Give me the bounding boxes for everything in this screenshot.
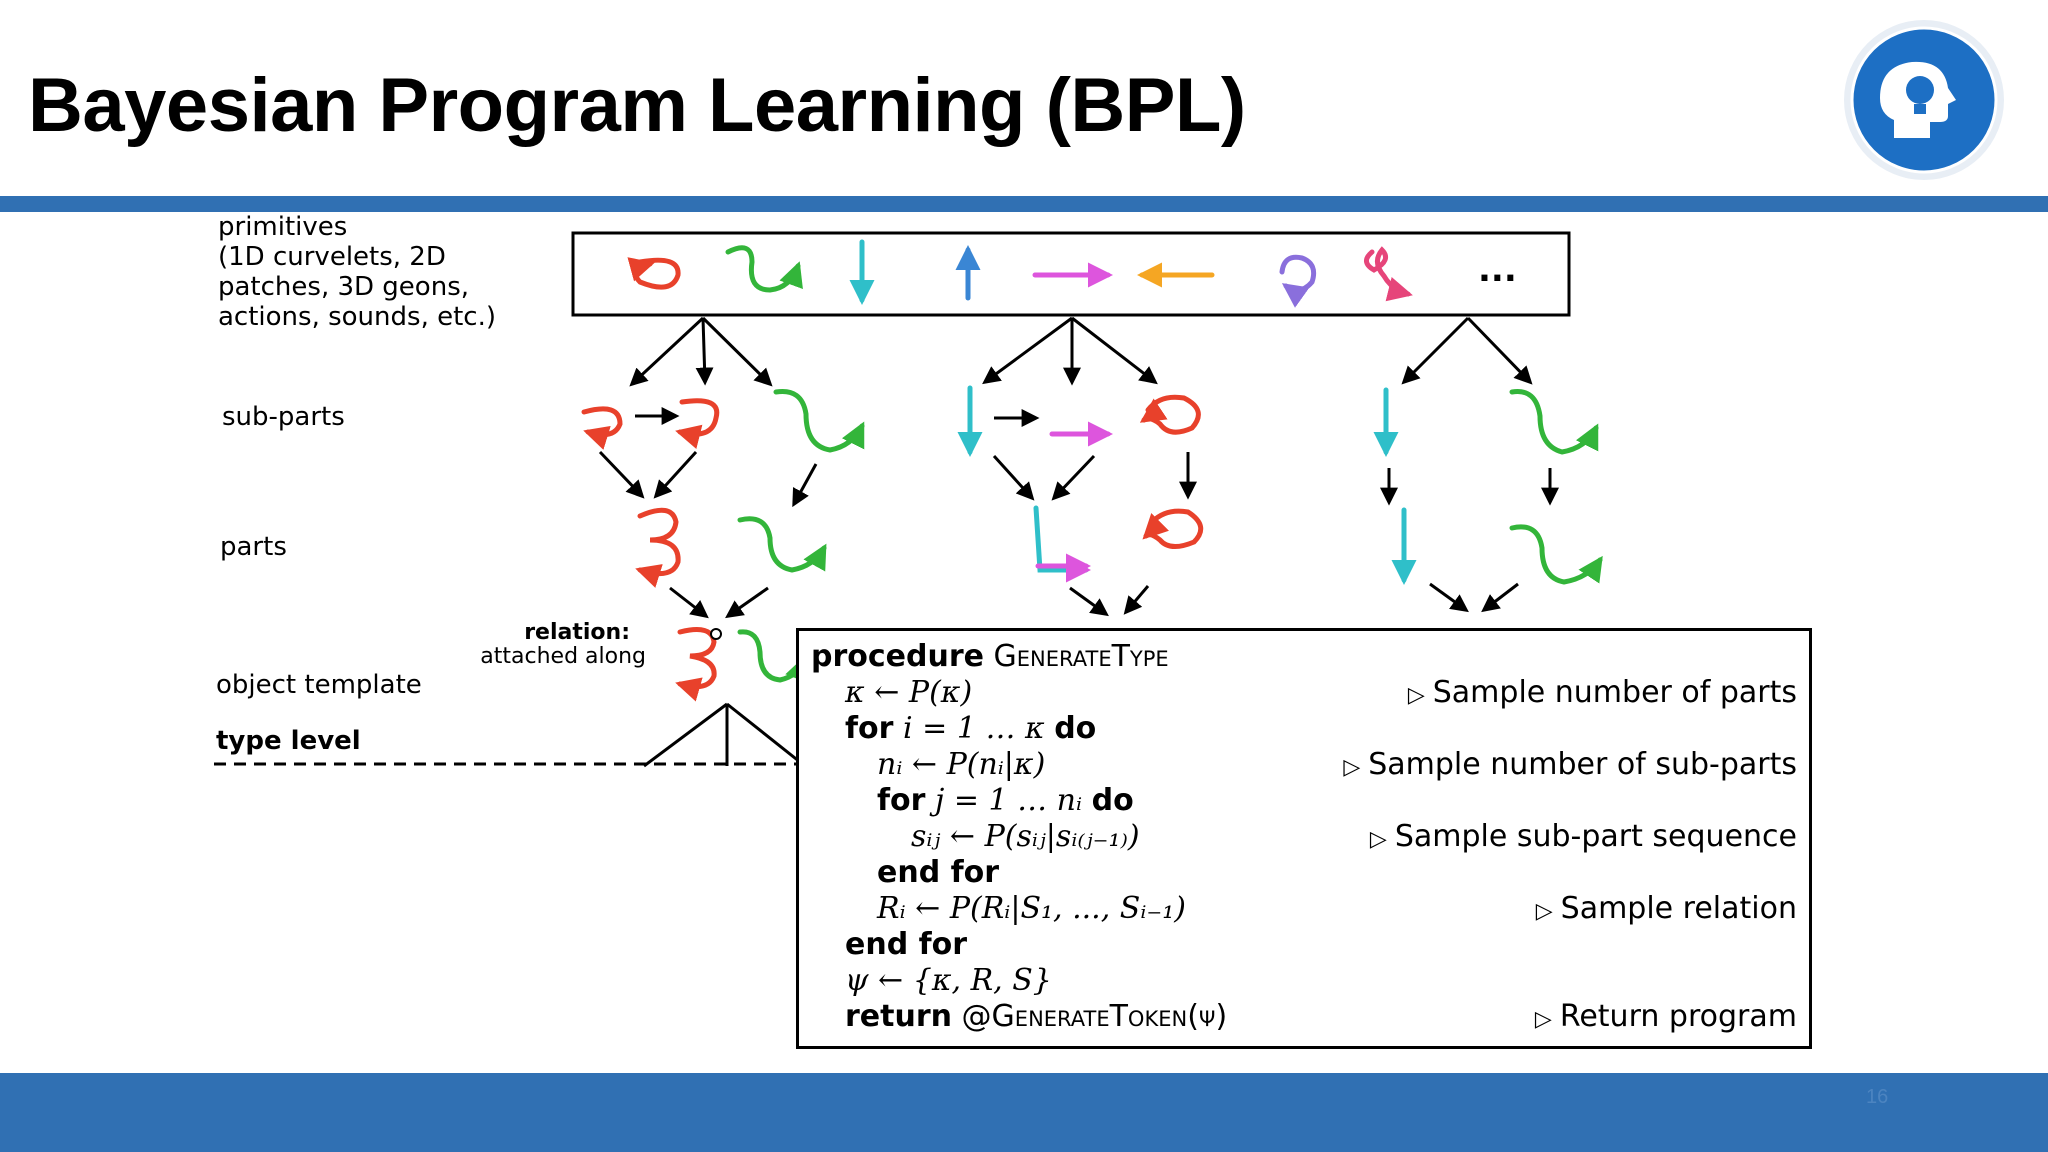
algo-title: procedure GenerateType [799, 639, 1809, 675]
object-template-label: object template [216, 670, 422, 700]
bpl-diagram: primitives (1D curvelets, 2D patches, 3D… [210, 212, 1850, 1072]
primitives-label: primitives (1D curvelets, 2D patches, 3D… [218, 212, 496, 332]
primitives-ellipsis: ... [1478, 250, 1517, 290]
parts-label: parts [220, 532, 287, 562]
brain-lightbulb-logo-icon [1844, 20, 2004, 180]
algo-line-7: Rᵢ ← P(Rᵢ|S₁, ..., Sᵢ₋₁) ▷Sample relatio… [799, 891, 1809, 927]
algo-line-7-code: Rᵢ ← P(Rᵢ|S₁, ..., Sᵢ₋₁) [877, 891, 1186, 926]
end-for-outer: end for [845, 927, 968, 962]
algo-line-6: end for [799, 855, 1809, 891]
for-keyword-inner: for [877, 783, 926, 818]
algo-line-4: for j = 1 … nᵢ do [799, 783, 1809, 819]
algo-line-3-comment: ▷Sample number of sub-parts [1343, 747, 1797, 782]
algo-line-3-comment-text: Sample number of sub-parts [1368, 747, 1797, 782]
subparts-label: sub-parts [222, 402, 345, 432]
algo-line-7-comment-text: Sample relation [1560, 891, 1797, 926]
relation-label: relation: [524, 620, 630, 645]
algo-line-1-comment: ▷Sample number of parts [1407, 675, 1797, 710]
object-template-strokes [675, 627, 809, 702]
procedure-name: GenerateType [993, 639, 1169, 674]
primitive-pink-squiggle [1364, 246, 1413, 302]
primitive-strokes [627, 239, 1413, 308]
algo-line-8: end for [799, 927, 1809, 963]
algo-line-1: κ ← P(κ) ▷Sample number of parts [799, 675, 1809, 711]
end-for-inner: end for [877, 855, 1000, 890]
algo-line-9: ψ ← {κ, R, S} [799, 963, 1809, 999]
page-number: 16 [1866, 1086, 1889, 1108]
tree-arrows [598, 316, 1559, 619]
algo-line-1-comment-text: Sample number of parts [1432, 675, 1797, 710]
subpart-strokes [581, 385, 1599, 457]
primitive-purple-circle [1279, 254, 1317, 308]
do-keyword-inner: do [1091, 783, 1134, 818]
algo-line-4-code: j = 1 … nᵢ [935, 783, 1083, 818]
relation-sublabel: attached along [480, 644, 646, 669]
primitive-green-wave [725, 245, 803, 293]
algo-line-5-code: sᵢⱼ ← P(sᵢⱼ|sᵢ₍ⱼ₋₁₎) [911, 819, 1140, 854]
header-divider-bar [0, 196, 2048, 212]
footer-bar [0, 1073, 2048, 1152]
algo-line-1-code: κ ← P(κ) [845, 675, 973, 710]
procedure-keyword: procedure [811, 639, 984, 674]
algo-line-5-comment-text: Sample sub-part sequence [1394, 819, 1797, 854]
algo-line-9-code: ψ ← {κ, R, S} [845, 963, 1052, 998]
algo-line-10: return @GenerateToken(ψ) ▷Return program [799, 999, 1809, 1035]
algo-line-2: for i = 1 … κ do [799, 711, 1809, 747]
primitives-box [571, 231, 1571, 317]
return-keyword: return [845, 999, 952, 1034]
algo-line-7-comment: ▷Sample relation [1535, 891, 1797, 926]
slide-title: Bayesian Program Learning (BPL) [28, 63, 1246, 148]
for-keyword: for [845, 711, 894, 746]
algo-line-10-comment-text: Return program [1559, 999, 1797, 1034]
algo-line-5: sᵢⱼ ← P(sᵢⱼ|sᵢ₍ⱼ₋₁₎) ▷Sample sub-part se… [799, 819, 1809, 855]
type-level-tree [214, 702, 801, 768]
algo-line-3: nᵢ ← P(nᵢ|κ) ▷Sample number of sub-parts [799, 747, 1809, 783]
do-keyword: do [1054, 711, 1097, 746]
type-level-label: type level [216, 726, 361, 756]
algo-line-2-code: i = 1 … κ [903, 711, 1045, 746]
algo-line-5-comment: ▷Sample sub-part sequence [1369, 819, 1797, 854]
primitive-red-curl [627, 257, 681, 290]
algo-line-10-code: @GenerateToken(ψ) [961, 999, 1228, 1034]
generate-type-algorithm: procedure GenerateType κ ← P(κ) ▷Sample … [796, 628, 1812, 1049]
algo-line-3-code: nᵢ ← P(nᵢ|κ) [877, 747, 1046, 782]
part-strokes [635, 505, 1603, 588]
algo-line-10-comment: ▷Return program [1534, 999, 1797, 1034]
